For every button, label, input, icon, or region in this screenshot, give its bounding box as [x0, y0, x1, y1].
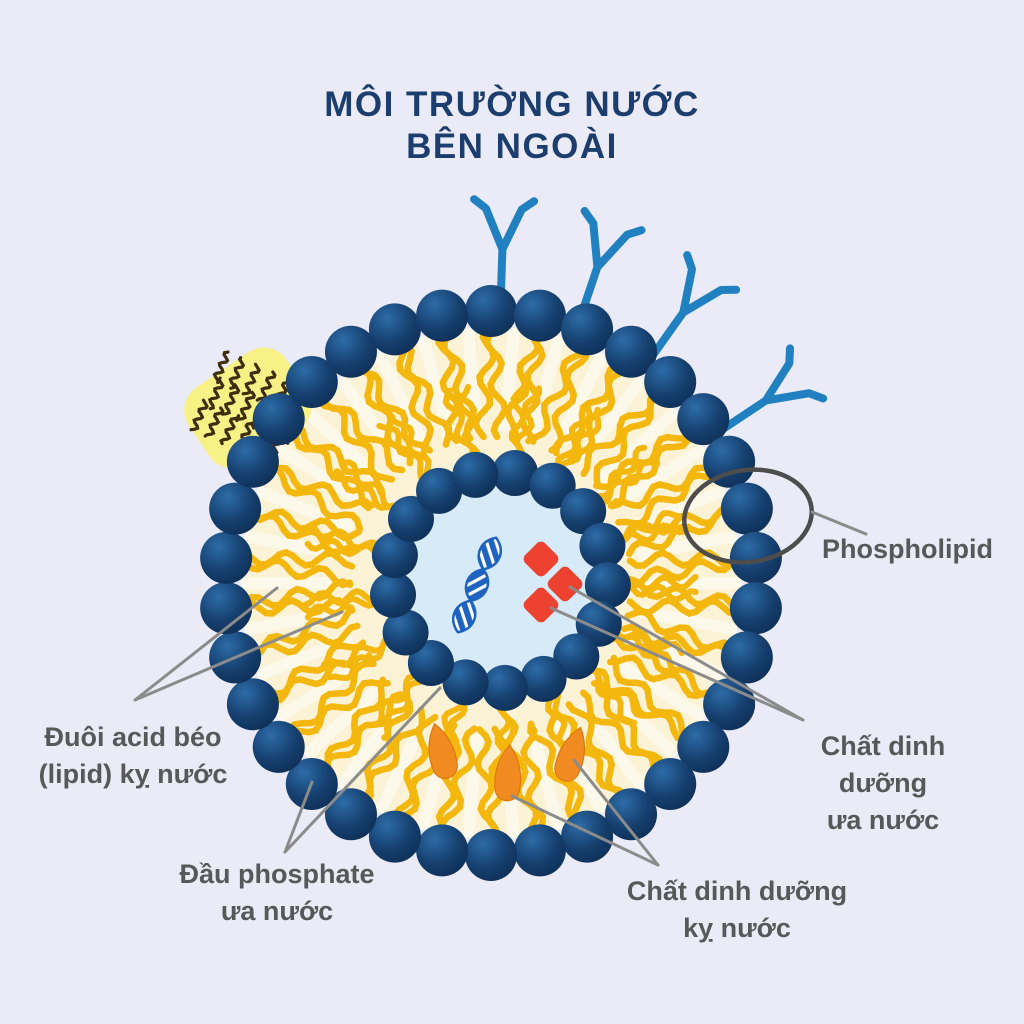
pointer-lines	[133, 510, 868, 867]
hydrophilic-nutrients	[523, 541, 583, 623]
aqueous-core	[403, 483, 597, 677]
label-fatty-acid-tail: Đuôi acid béo (lipid) kỵ nước	[38, 722, 228, 789]
outer-phosphate-heads	[200, 285, 782, 881]
label-phosphate-head: Đầu phosphate ưa nước	[179, 859, 375, 926]
diagram-title: MÔI TRƯỜNG NƯỚC BÊN NGOÀI	[324, 85, 700, 166]
magnifier-ellipse	[682, 467, 814, 565]
label-phospholipid: Phospholipid	[822, 534, 993, 564]
hydrophobic-nutrients	[428, 723, 585, 802]
dna-icon	[452, 536, 502, 634]
label-hydrophilic-nutrient: Chất dinh dưỡng ưa nước	[820, 731, 946, 835]
label-hydrophobic-nutrient: Chất dinh dưỡng kỵ nước	[626, 876, 848, 943]
inner-phosphate-heads	[370, 450, 631, 711]
